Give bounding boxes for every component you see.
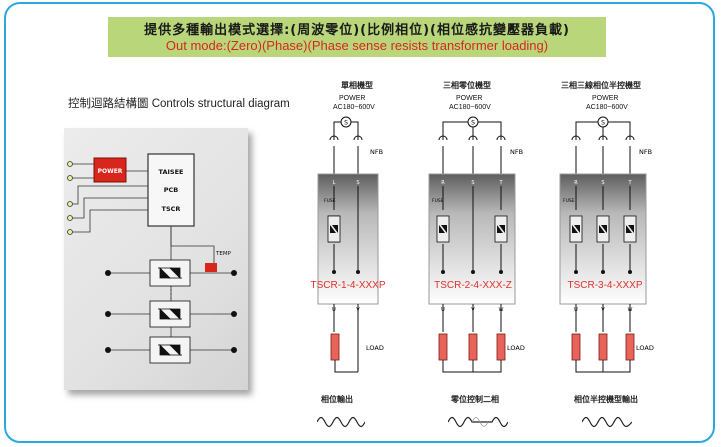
- pcb-label: PCB: [164, 186, 179, 194]
- power-label: POWER: [98, 168, 123, 175]
- terminal: [67, 161, 73, 167]
- svg-text:R: R: [574, 180, 578, 186]
- control-diagram-svg: POWER TAISEE PCB TSCR TEMP: [67, 153, 237, 364]
- model-title: 三相零位機型: [443, 81, 491, 90]
- input-terminals: [67, 161, 73, 235]
- svg-text:V: V: [601, 307, 605, 313]
- svg-text:R: R: [441, 180, 445, 186]
- svg-text:U: U: [441, 307, 445, 313]
- svg-text:T: T: [627, 180, 632, 186]
- voltage-label: AC180~600V: [333, 104, 375, 111]
- model-code: TSCR-3-4-XXXP: [567, 280, 643, 291]
- load-resistor: [330, 333, 340, 361]
- power-label: POWER: [456, 95, 483, 102]
- svg-text:W: W: [499, 307, 504, 313]
- model-title: 三相三線相位半控機型: [561, 81, 641, 90]
- voltage-label: AC180~600V: [586, 104, 628, 111]
- svg-text:W: W: [628, 307, 633, 313]
- svg-text:S: S: [344, 120, 348, 127]
- single-phase-svg: S NFB L S FUSE U V LOAD: [317, 116, 384, 373]
- banner-title-zh: 提供多種輸出模式選擇:(周波零位)(比例相位)(相位感抗變壓器負載): [144, 23, 570, 38]
- output-title: 零位控制二相: [451, 395, 499, 404]
- three-phase-half-svg: S NFB R S T FUSE U V W LOAD: [559, 116, 654, 373]
- scr-row-2: [149, 300, 191, 328]
- power-label: POWER: [592, 95, 619, 102]
- temp-sensor: [205, 263, 217, 272]
- model-code: TSCR-2-4-XXX-Z: [434, 280, 512, 291]
- power-label: POWER: [339, 95, 366, 102]
- svg-text:V: V: [356, 307, 360, 313]
- scr-row-1: [149, 259, 191, 287]
- model-code: TSCR-1-4-XXXP: [310, 280, 386, 291]
- terminal: [67, 175, 73, 181]
- pcb-block: [147, 153, 195, 227]
- svg-text:U: U: [574, 307, 578, 313]
- svg-text:S: S: [356, 180, 359, 186]
- svg-text:L: L: [333, 180, 336, 186]
- svg-text:LOAD: LOAD: [636, 344, 654, 352]
- tscr-module: [317, 173, 379, 305]
- model-title: 單相機型: [341, 81, 373, 90]
- waveform-half: [582, 416, 632, 428]
- output-title: 相位半控機型輸出: [574, 395, 638, 404]
- svg-text:V: V: [471, 307, 475, 313]
- svg-text:S: S: [601, 120, 605, 127]
- title-banner: 提供多種輸出模式選擇:(周波零位)(比例相位)(相位感抗變壓器負載) Out m…: [108, 17, 606, 57]
- terminal: [67, 215, 73, 221]
- output-title: 相位輸出: [321, 395, 353, 404]
- power-block: [93, 157, 127, 183]
- voltage-label: AC180~600V: [449, 104, 491, 111]
- control-diagram-panel: POWER TAISEE PCB TSCR TEMP: [64, 128, 248, 390]
- waveform-phase: [317, 416, 365, 428]
- svg-text:S: S: [471, 180, 474, 186]
- svg-text:T: T: [498, 180, 503, 186]
- svg-text:NFB: NFB: [639, 148, 652, 156]
- three-phase-zero-svg: S NFB R S T FUSE U V W LOAD: [428, 116, 525, 373]
- svg-text:U: U: [332, 307, 336, 313]
- terminal: [67, 201, 73, 207]
- svg-text:S: S: [471, 120, 475, 127]
- svg-text:FUSE: FUSE: [432, 198, 444, 204]
- svg-text:FUSE: FUSE: [563, 198, 575, 204]
- svg-text:LOAD: LOAD: [366, 344, 384, 352]
- svg-text:NFB: NFB: [510, 148, 523, 156]
- svg-text:FUSE: FUSE: [324, 198, 336, 204]
- svg-text:NFB: NFB: [370, 148, 383, 156]
- waveform-zero: [448, 416, 508, 428]
- brand-label: TAISEE: [159, 168, 184, 176]
- tscr-label: TSCR: [162, 205, 181, 213]
- svg-text:LOAD: LOAD: [507, 344, 525, 352]
- svg-text:S: S: [601, 180, 604, 186]
- scr-row-3: [149, 336, 191, 364]
- temp-label: TEMP: [215, 251, 232, 257]
- control-diagram-title: 控制迴路結構圖 Controls structural diagram: [68, 98, 290, 110]
- banner-title-en: Out mode:(Zero)(Phase)(Phase sense resis…: [165, 38, 549, 53]
- terminal: [67, 229, 73, 235]
